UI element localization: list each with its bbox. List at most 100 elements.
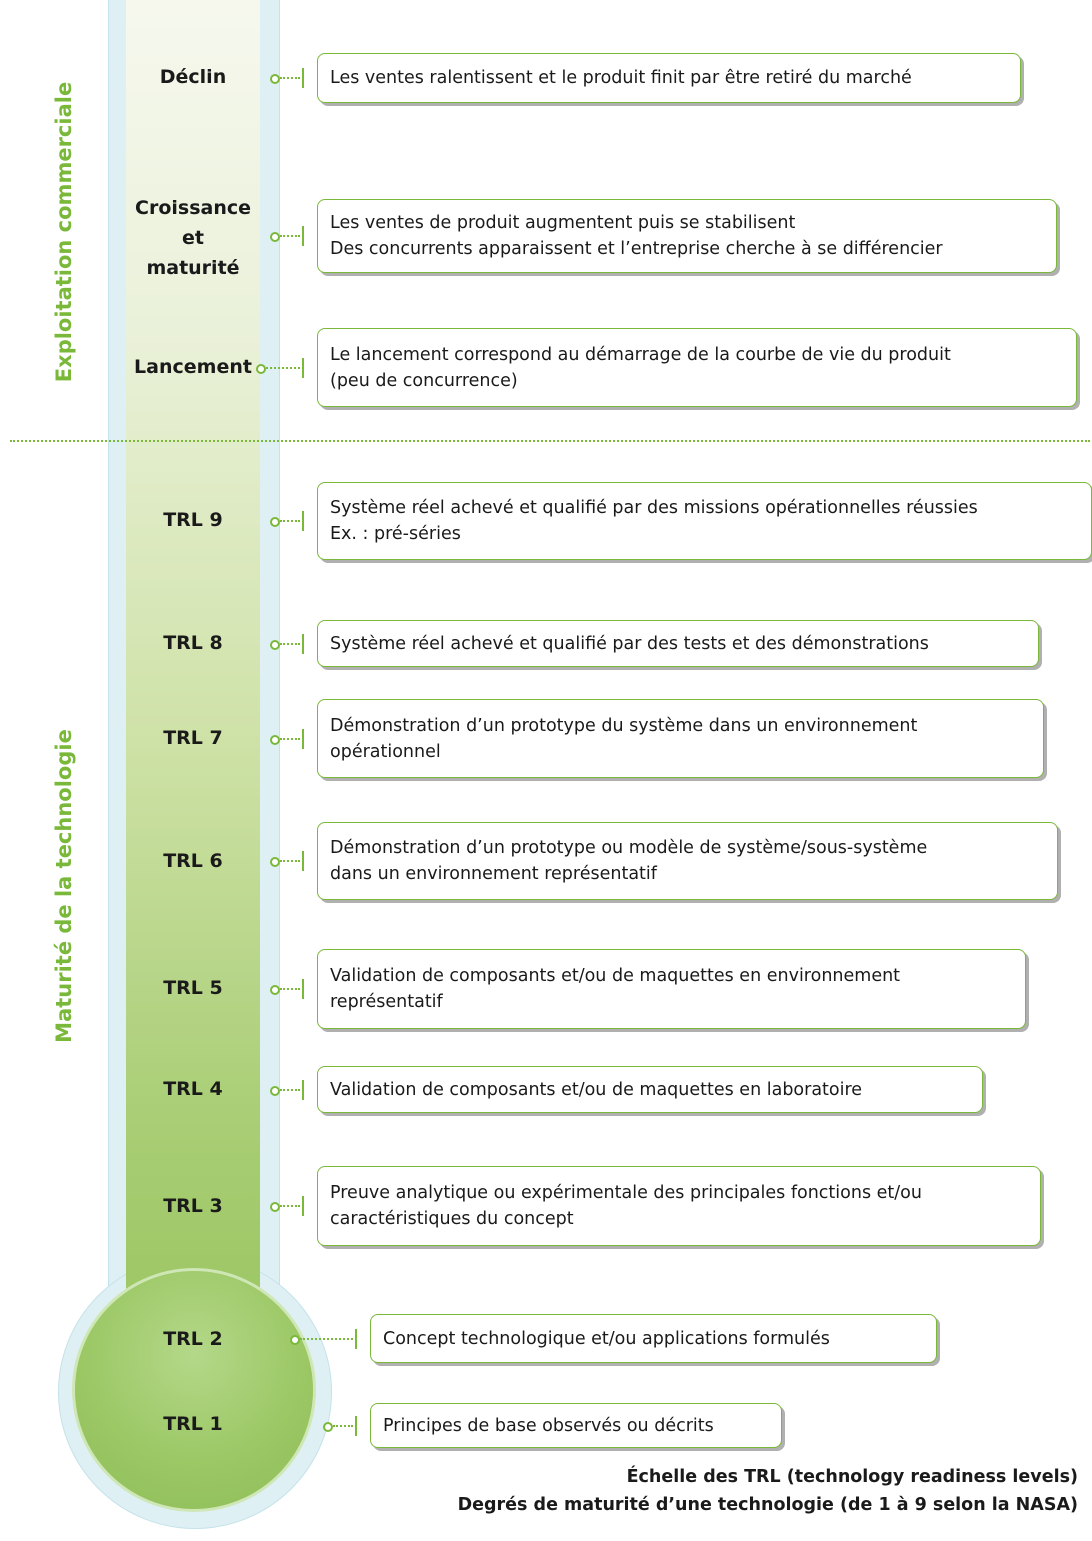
stage-description-line: Démonstration d’un prototype ou modèle d… bbox=[330, 838, 928, 858]
stage-description-line: Validation de composants et/ou de maquet… bbox=[330, 966, 901, 986]
connector-bar bbox=[302, 226, 304, 246]
stage-label-text: TRL 6 bbox=[163, 850, 223, 872]
connector-line bbox=[266, 366, 300, 369]
stage-description-box: Preuve analytique ou expérimentale des p… bbox=[317, 1166, 1041, 1246]
stage-label-text: TRL 8 bbox=[163, 632, 223, 654]
stage-label: TRL 7 bbox=[123, 723, 263, 753]
connector-dot-icon bbox=[290, 1334, 300, 1345]
stage-description-box: Le lancement correspond au démarrage de … bbox=[317, 328, 1077, 407]
stage-label-text: TRL 5 bbox=[163, 977, 223, 999]
stage-description-box: Les ventes de produit augmentent puis se… bbox=[317, 199, 1057, 273]
stage-description-line: Concept technologique et/ou applications… bbox=[383, 1328, 830, 1349]
connector-bar bbox=[302, 68, 304, 88]
stage-description-line: Démonstration d’un prototype du système … bbox=[330, 715, 918, 736]
connector-bar bbox=[302, 1196, 304, 1216]
stage-description-box: Système réel achevé et qualifié par des … bbox=[317, 482, 1092, 560]
section-title-commercial: Exploitation commerciale bbox=[52, 81, 76, 383]
stage-label-text: maturité bbox=[146, 257, 240, 279]
connector-dot-icon bbox=[270, 74, 280, 84]
thermometer-fill bbox=[126, 0, 260, 1330]
stage-label: Déclin bbox=[123, 62, 263, 92]
connector-dot-icon bbox=[256, 363, 266, 374]
stage-label: TRL 4 bbox=[123, 1074, 263, 1104]
caption-subtitle: Degrés de maturité d’une technologie (de… bbox=[457, 1495, 1078, 1515]
connector-dot-icon bbox=[270, 1202, 280, 1212]
connector-bar bbox=[355, 1328, 357, 1349]
stage-label: TRL 1 bbox=[123, 1409, 263, 1439]
connector-dot-icon bbox=[270, 232, 280, 242]
connector-bar bbox=[302, 851, 304, 871]
stage-description-box: Les ventes ralentissent et le produit fi… bbox=[317, 53, 1021, 103]
connector-bar bbox=[302, 357, 304, 378]
stage-description-line: Les ventes ralentissent et le produit fi… bbox=[330, 68, 912, 88]
stage-description-line: Des concurrents apparaissent et l’entrep… bbox=[330, 239, 943, 259]
stage-label-text: TRL 1 bbox=[163, 1413, 223, 1435]
connector-dot-icon bbox=[270, 734, 280, 745]
section-title-technology: Maturité de la technologie bbox=[52, 729, 76, 1043]
stage-description-line: (peu de concurrence) bbox=[330, 370, 518, 391]
section-divider bbox=[10, 440, 1090, 442]
connector-dot-icon bbox=[270, 857, 280, 867]
stage-label-text: TRL 2 bbox=[163, 1328, 223, 1350]
connector-dot-icon bbox=[323, 1421, 333, 1432]
stage-description-line: Système réel achevé et qualifié par des … bbox=[330, 633, 929, 654]
connector-dot-icon bbox=[270, 639, 280, 650]
thermometer-bulb-fill bbox=[72, 1268, 316, 1512]
stage-label-text: TRL 4 bbox=[163, 1078, 223, 1100]
connector-line bbox=[280, 77, 300, 79]
stage-description-box: Système réel achevé et qualifié par des … bbox=[317, 620, 1039, 667]
stage-label: TRL 9 bbox=[123, 505, 263, 535]
stage-label: TRL 5 bbox=[123, 973, 263, 1003]
connector-bar bbox=[302, 633, 304, 654]
stage-description-box: Principes de base observés ou décrits bbox=[370, 1403, 782, 1448]
stage-description-line: Ex. : pré-séries bbox=[330, 524, 461, 544]
connector-bar bbox=[302, 979, 304, 999]
connector-line bbox=[280, 988, 300, 990]
connector-line bbox=[333, 1424, 353, 1427]
stage-label: TRL 3 bbox=[123, 1191, 263, 1221]
connector-dot-icon bbox=[270, 517, 280, 527]
connector-line bbox=[280, 1088, 300, 1091]
stage-description-line: dans un environnement représentatif bbox=[330, 864, 657, 884]
stage-description-box: Démonstration d’un prototype ou modèle d… bbox=[317, 822, 1058, 900]
stage-label-text: Lancement bbox=[134, 356, 252, 378]
connector-line bbox=[280, 1205, 300, 1207]
stage-label-text: TRL 7 bbox=[163, 727, 223, 749]
connector-bar bbox=[302, 728, 304, 749]
connector-line bbox=[280, 642, 300, 645]
connector-dot-icon bbox=[270, 1085, 280, 1096]
stage-description-line: Les ventes de produit augmentent puis se… bbox=[330, 213, 796, 233]
stage-description-line: représentatif bbox=[330, 992, 443, 1012]
stage-label: Lancement bbox=[123, 352, 263, 382]
connector-bar bbox=[302, 511, 304, 531]
stage-description-line: caractéristiques du concept bbox=[330, 1209, 574, 1229]
stage-label-text: TRL 9 bbox=[163, 509, 223, 531]
caption-title: Échelle des TRL (technology readiness le… bbox=[626, 1467, 1078, 1487]
connector-line bbox=[280, 235, 300, 237]
stage-description-line: Validation de composants et/ou de maquet… bbox=[330, 1079, 863, 1100]
stage-description-line: Preuve analytique ou expérimentale des p… bbox=[330, 1183, 922, 1203]
connector-bar bbox=[355, 1415, 357, 1436]
stage-label: Croissance et maturité bbox=[123, 193, 263, 283]
stage-label-text: Déclin bbox=[159, 66, 227, 88]
stage-label-text: Croissance bbox=[135, 197, 251, 219]
connector-line bbox=[300, 1337, 353, 1340]
connector-bar bbox=[302, 1079, 304, 1100]
connector-line bbox=[280, 737, 300, 740]
stage-description-box: Validation de composants et/ou de maquet… bbox=[317, 1066, 983, 1113]
stage-description-line: Système réel achevé et qualifié par des … bbox=[330, 498, 978, 518]
stage-description-box: Concept technologique et/ou applications… bbox=[370, 1314, 937, 1363]
stage-description-box: Démonstration d’un prototype du système … bbox=[317, 699, 1044, 778]
stage-description-box: Validation de composants et/ou de maquet… bbox=[317, 949, 1026, 1029]
stage-label: TRL 6 bbox=[123, 846, 263, 876]
connector-line bbox=[280, 520, 300, 522]
connector-line bbox=[280, 860, 300, 862]
stage-description-line: opérationnel bbox=[330, 741, 441, 762]
connector-dot-icon bbox=[270, 985, 280, 995]
stage-label: TRL 2 bbox=[123, 1324, 263, 1354]
stage-label-text: et bbox=[182, 227, 204, 249]
stage-label-text: TRL 3 bbox=[163, 1195, 223, 1217]
stage-label: TRL 8 bbox=[123, 628, 263, 658]
stage-description-line: Principes de base observés ou décrits bbox=[383, 1415, 714, 1436]
stage-description-line: Le lancement correspond au démarrage de … bbox=[330, 344, 951, 365]
